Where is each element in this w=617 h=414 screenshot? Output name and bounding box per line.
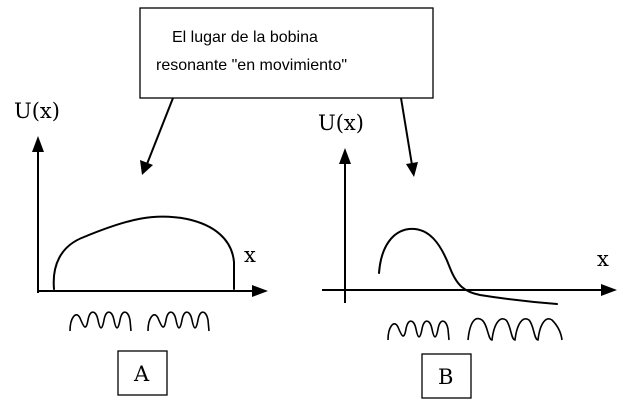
y-axis-label-a: U(x) [14,99,60,123]
callout-box [139,7,434,99]
potential-curve-a [52,215,235,290]
panel-label-b: B [438,365,453,389]
label-box-a [117,350,168,396]
coil-a-2 [147,311,210,332]
panel-label-a: A [133,362,150,386]
y-axis-label-b: U(x) [318,111,364,135]
potential-curve-b [378,227,558,305]
coil-b-1 [387,320,450,341]
label-box-b [421,353,472,399]
x-axis-arrow-a [252,285,268,297]
callout-arrow-a [140,97,174,175]
panel-b: U(x) x B [318,111,617,399]
callout-line-2: resonante "en movimiento" [156,57,347,74]
callout-line-1: El lugar de la bobina [172,29,318,46]
y-axis-arrow-b [339,148,351,164]
x-axis-arrow-b [601,284,617,296]
x-axis-label-b: x [597,247,609,271]
callout-arrow-b [400,97,418,177]
coil-a-1 [69,311,132,332]
coil-b-2 [467,317,563,341]
panel-a: U(x) x A [14,99,268,396]
callout: El lugar de la bobina resonante "en movi… [139,7,434,99]
x-axis-label-a: x [244,243,256,267]
y-axis-arrow-a [32,136,44,152]
